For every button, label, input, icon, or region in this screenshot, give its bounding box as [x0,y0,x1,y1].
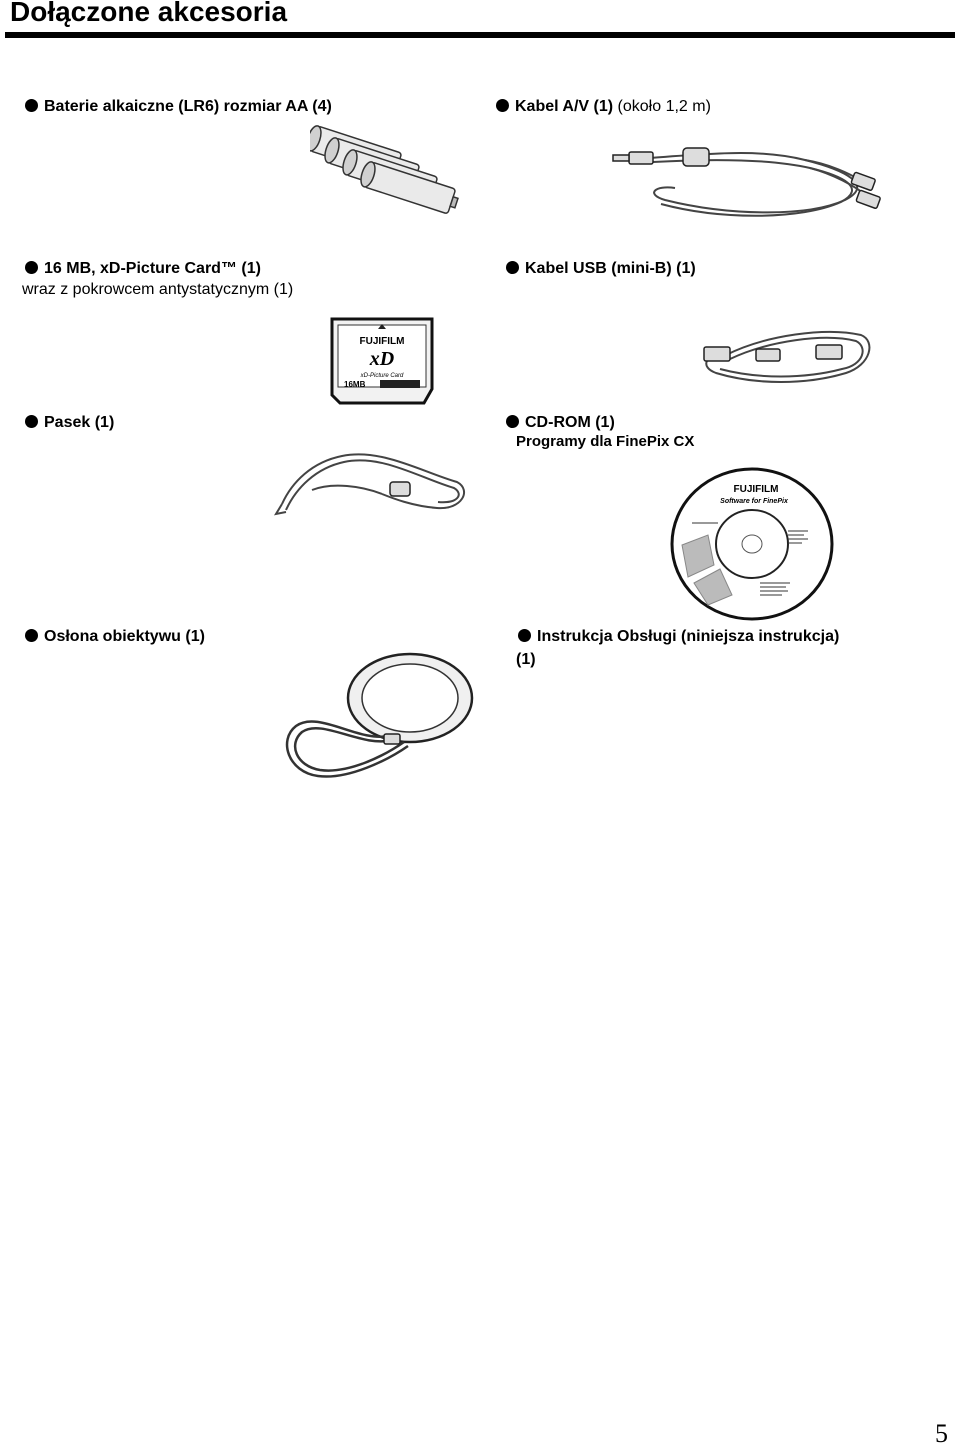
lens-cap-label: Osłona obiektywu (1) [44,628,205,645]
item-cdrom: CD-ROM (1) [506,413,615,433]
disc-brand: FUJIFILM [734,484,779,495]
bullet-icon [518,629,531,642]
batteries-label: Baterie alkaiczne (LR6) rozmiar AA (4) [44,98,332,115]
page-number: 5 [935,1419,948,1448]
usb-cable-label: Kabel USB (mini-B) (1) [525,260,696,277]
strap-label: Pasek (1) [44,414,115,431]
manual-label-line2: (1) [516,651,536,668]
bullet-icon [506,261,519,274]
aa-batteries-icon [310,125,459,214]
card-name: xD-Picture Card [360,373,404,379]
strap-icon [273,453,466,516]
cd-rom-icon: FUJIFILM Software for FinePix [670,467,834,621]
item-av-cable: Kabel A/V (1) (około 1,2 m) [496,97,711,117]
xd-card-label: 16 MB, xD-Picture Card™ (1) [44,260,261,277]
usb-cable-icon [703,330,871,383]
bullet-icon [25,415,38,428]
title-rule [5,32,955,38]
card-logo: xD [369,348,394,370]
item-xd-card: 16 MB, xD-Picture Card™ (1) [25,259,261,279]
disc-title: Software for FinePix [720,498,789,505]
xd-picture-card-icon: FUJIFILM xD xD-Picture Card 16MB [330,317,434,405]
bullet-icon [506,415,519,428]
item-strap: Pasek (1) [25,413,114,433]
bullet-icon [496,99,509,112]
bullet-icon [25,629,38,642]
card-brand: FUJIFILM [360,336,405,347]
card-capacity: 16MB [344,380,366,389]
av-cable-label: Kabel A/V (1) [515,98,614,115]
bullet-icon [25,99,38,112]
item-batteries: Baterie alkaiczne (LR6) rozmiar AA (4) [25,97,332,117]
manual-label: Instrukcja Obsługi (niniejsza instrukcja… [537,628,840,645]
cdrom-sublabel: Programy dla FinePix CX [516,433,695,450]
item-lens-cap: Osłona obiektywu (1) [25,627,205,647]
item-usb-cable: Kabel USB (mini-B) (1) [506,259,696,279]
bullet-icon [25,261,38,274]
xd-card-sublabel: wraz z pokrowcem antystatycznym (1) [22,281,294,298]
item-manual: Instrukcja Obsługi (niniejsza instrukcja… [518,627,839,647]
lens-cap-icon [285,652,474,778]
cdrom-label: CD-ROM (1) [525,414,615,431]
av-cable-icon [612,147,881,217]
av-cable-length: (około 1,2 m) [613,98,711,115]
page-title: Dołączone akcesoria [10,0,288,27]
